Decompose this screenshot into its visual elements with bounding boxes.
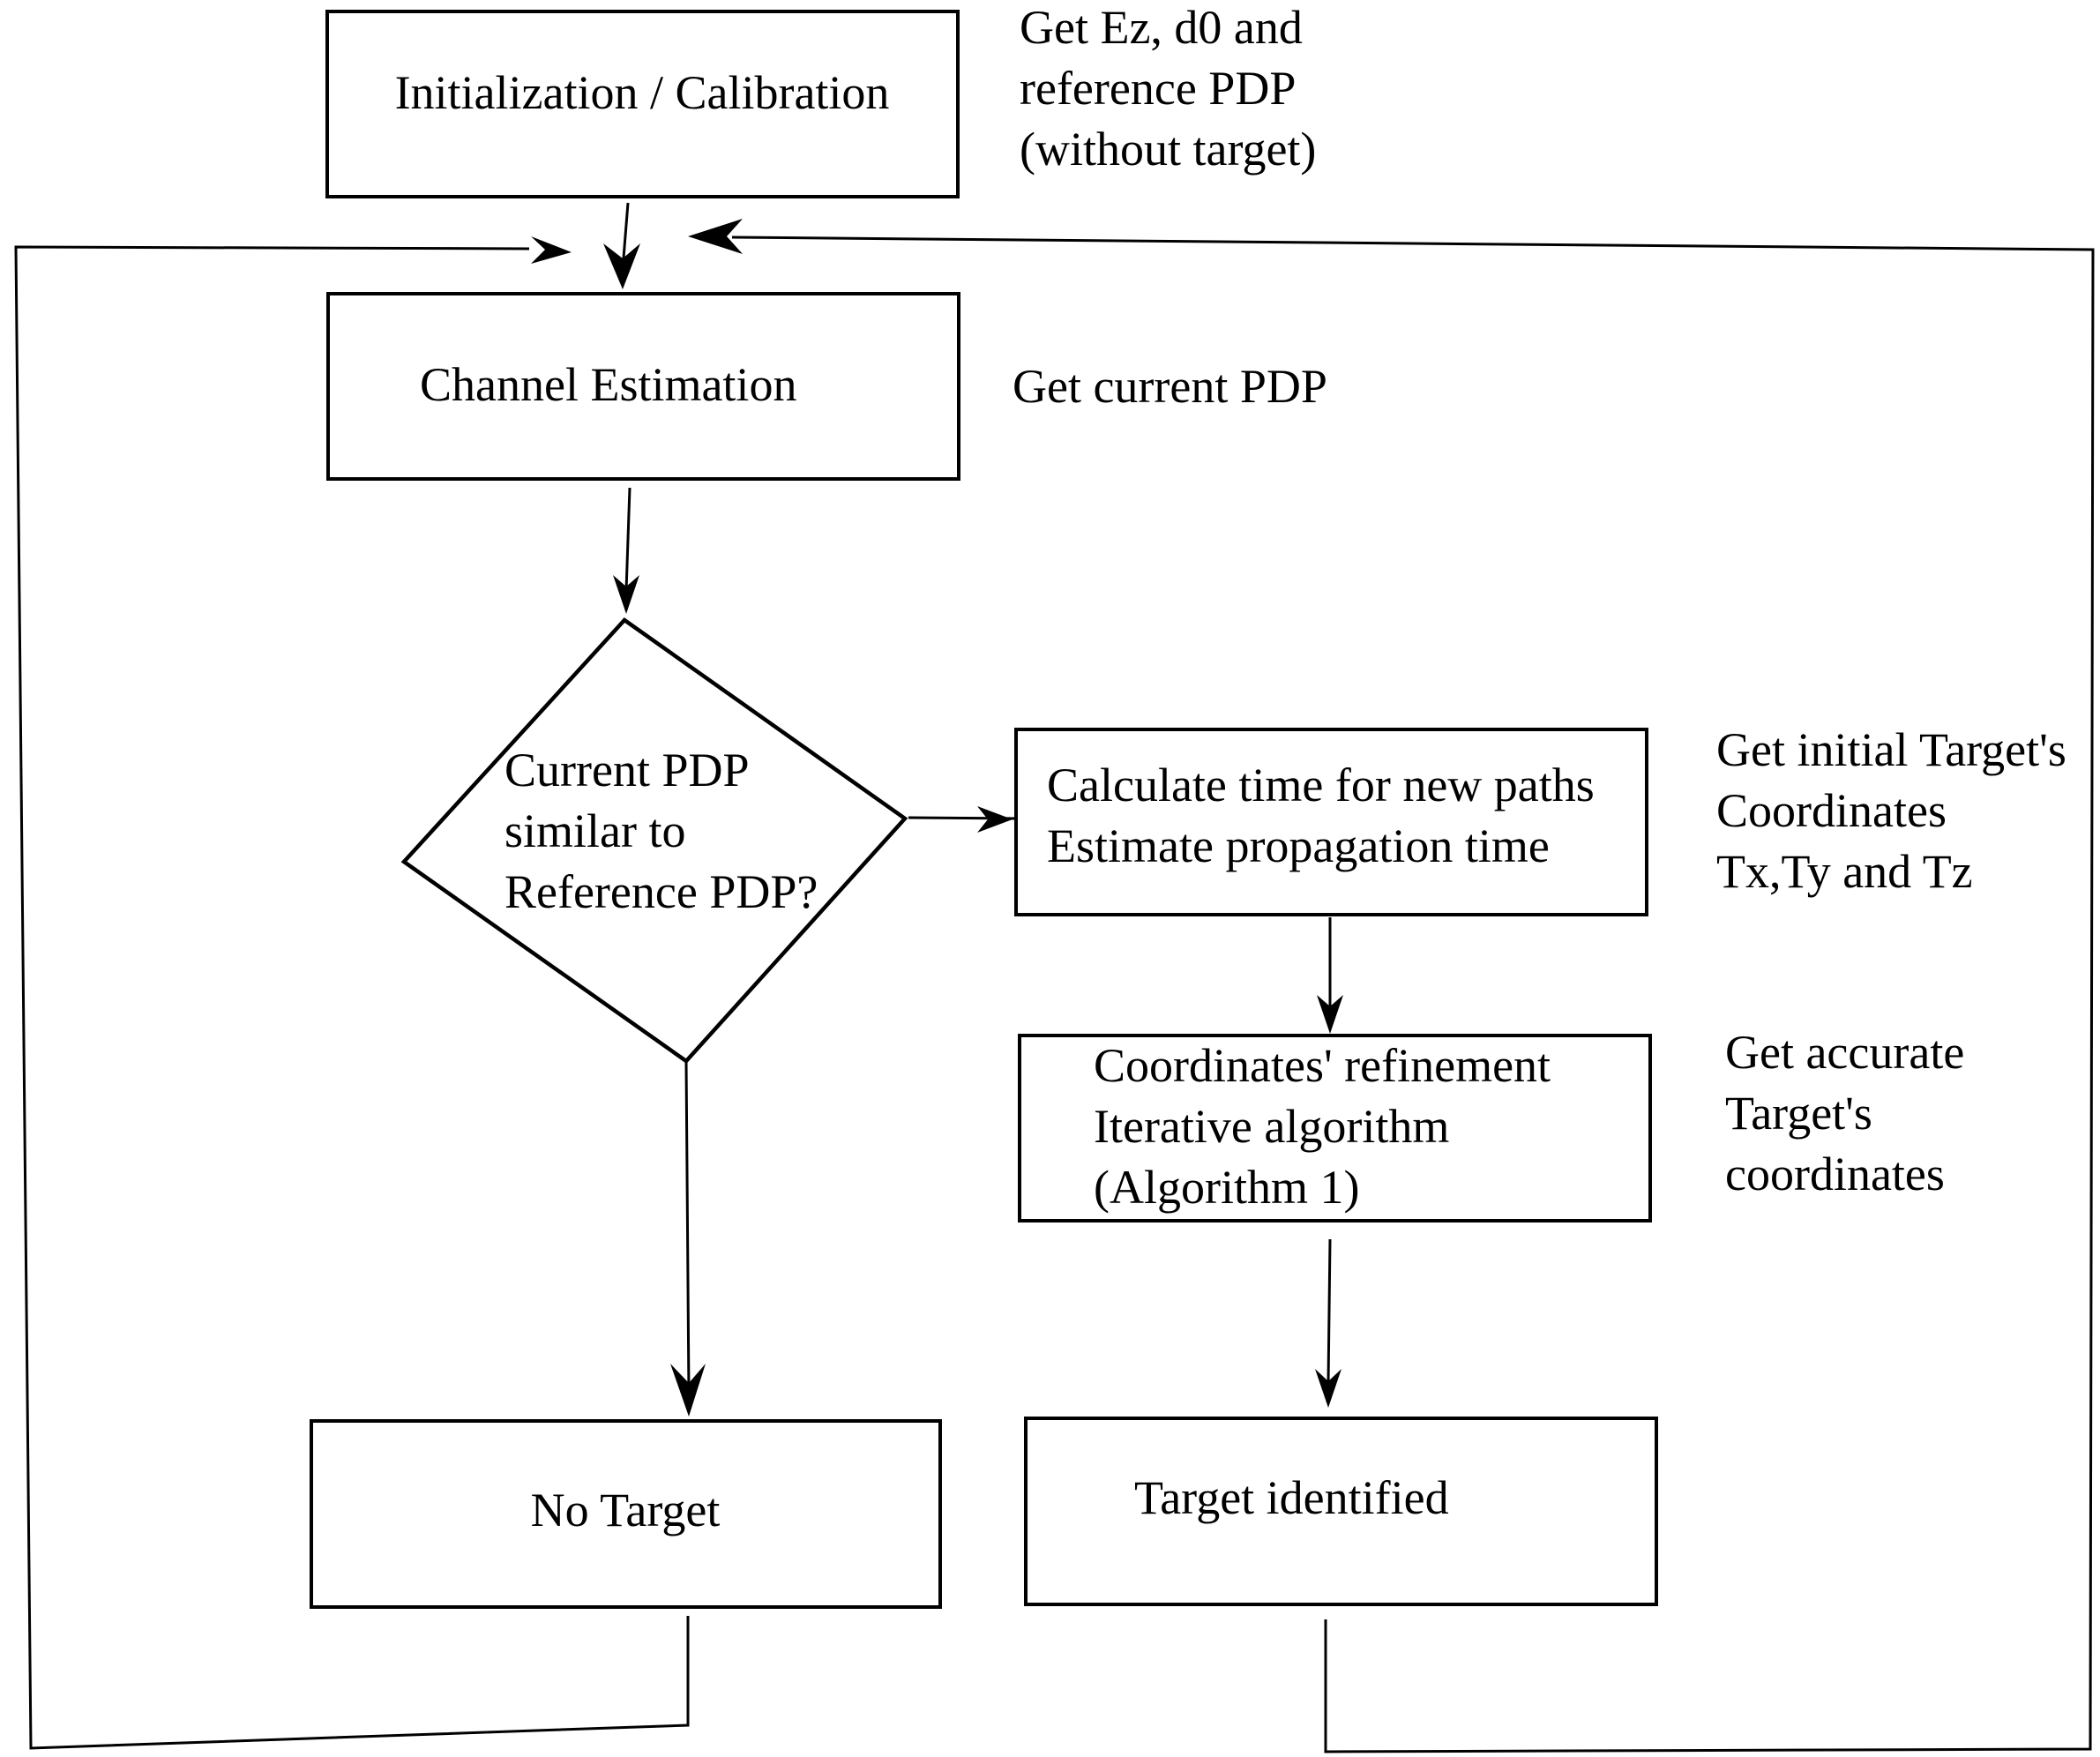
calculate-line-1: Calculate time for new paths — [1047, 759, 1595, 811]
annotation-calculate-line-1: Get initial Target's — [1716, 723, 2066, 776]
arrowhead-into-channel — [603, 243, 640, 289]
loop-back-left — [14, 245, 690, 1750]
arrowhead-into-decision-right — [977, 806, 1013, 833]
annotation-refine-line-1: Get accurate — [1725, 1026, 1964, 1079]
target-identified-box — [1024, 1417, 1658, 1606]
arrowhead-loop-right — [688, 219, 743, 254]
arrowhead-into-target — [1315, 1369, 1341, 1408]
arrowhead-into-decision — [613, 575, 639, 614]
target-identified-label: Target identified — [1134, 1471, 1449, 1524]
annotation-channel-line-1: Get current PDP — [1013, 360, 1327, 413]
annotation-init-line-2: reference PDP — [1020, 62, 1296, 115]
annotation-calculate: Get initial Target's Coordinates Tx,Ty a… — [1716, 723, 2066, 898]
refine-box — [1018, 1034, 1652, 1222]
annotation-init: Get Ez, d0 and reference PDP (without ta… — [1020, 1, 1316, 176]
init-label: Initialization / Calibration — [395, 66, 890, 119]
decision-diamond — [400, 617, 908, 1064]
init-box — [325, 10, 960, 198]
arrowhead-into-refine — [1317, 995, 1343, 1034]
annotation-init-line-3: (without target) — [1020, 123, 1316, 176]
loop-back-right — [731, 236, 2095, 1753]
decision-line-1: Current PDP — [504, 744, 750, 796]
refine-line-3: (Algorithm 1) — [1094, 1161, 1359, 1214]
annotation-refine-line-3: coordinates — [1725, 1148, 1945, 1200]
refine-line-2: Iterative algorithm — [1094, 1100, 1449, 1153]
annotation-calculate-line-2: Coordinates — [1716, 784, 1947, 837]
no-target-label: No Target — [531, 1484, 721, 1536]
arrow-decision-to-no-target — [684, 1061, 691, 1394]
decision-line-3: Reference PDP? — [504, 865, 818, 918]
annotation-channel: Get current PDP — [1013, 360, 1327, 413]
arrowhead-into-no-target — [670, 1364, 706, 1417]
decision-line-2: similar to — [504, 804, 685, 857]
connectors — [14, 202, 2095, 1753]
calculate-line-2: Estimate propagation time — [1047, 819, 1550, 872]
refine-line-1: Coordinates' refinement — [1094, 1039, 1551, 1092]
arrow-refine-to-target — [1327, 1238, 1332, 1384]
annotation-refine: Get accurate Target's coordinates — [1725, 1026, 1964, 1200]
arrow-channel-to-decision — [624, 487, 631, 592]
annotation-calculate-line-3: Tx,Ty and Tz — [1716, 845, 1973, 898]
annotation-refine-line-2: Target's — [1725, 1087, 1872, 1140]
calculate-box — [1014, 728, 1648, 916]
channel-box — [326, 292, 960, 481]
channel-label: Channel Estimation — [420, 358, 796, 411]
no-target-box — [310, 1419, 942, 1609]
arrowhead-loop-left — [531, 236, 572, 264]
annotation-init-line-1: Get Ez, d0 and — [1020, 1, 1303, 54]
